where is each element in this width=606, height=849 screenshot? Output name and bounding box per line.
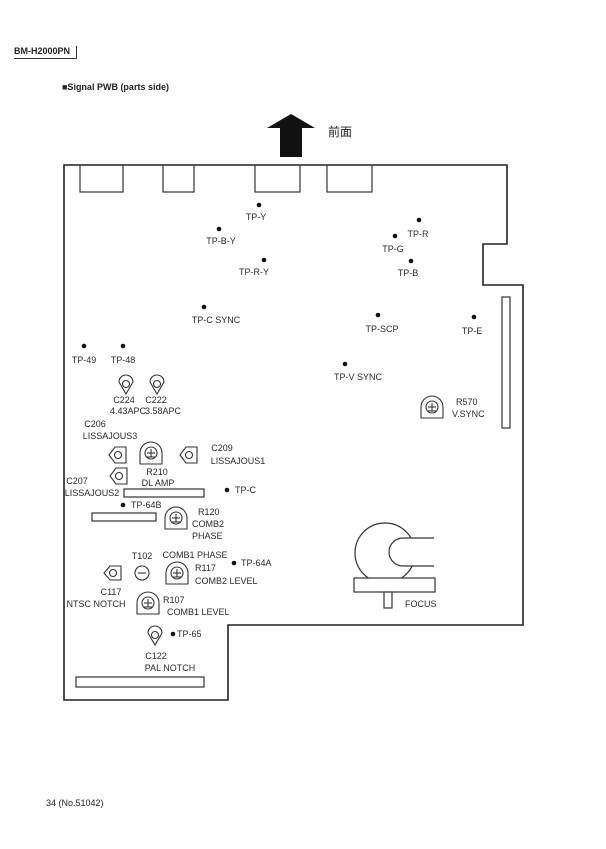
- t102-label: T102: [131, 551, 153, 561]
- r570-label: R570: [456, 397, 478, 407]
- tp-c-sync-label: TP-C SYNC: [191, 315, 241, 325]
- tp-c-label: TP-C: [235, 485, 256, 495]
- tp-r-label: TP-R: [407, 229, 429, 239]
- r570-function: V.SYNC: [452, 409, 485, 419]
- c224-function: 4.43APC: [109, 406, 147, 416]
- section-title: ■Signal PWB (parts side): [62, 82, 169, 92]
- c222-label: C222: [145, 395, 167, 405]
- c206-function: LISSAJOUS3: [82, 431, 138, 441]
- r120-function-2: PHASE: [192, 531, 223, 541]
- c117-function: NTSC NOTCH: [66, 599, 126, 609]
- tp-y-label: TP-Y: [245, 212, 267, 222]
- tp-v-sync-label: TP-V SYNC: [333, 372, 383, 382]
- c224-label: C224: [113, 395, 135, 405]
- c207-label: C207: [66, 476, 88, 486]
- r210-function: DL AMP: [141, 478, 175, 488]
- tp-65-label: TP-65: [177, 629, 202, 639]
- r120-function-1: COMB2: [192, 519, 225, 529]
- r107-label: R107: [163, 595, 185, 605]
- c122-label: C122: [145, 651, 167, 661]
- tp-b-label: TP-B: [397, 268, 419, 278]
- front-arrow-icon: [267, 114, 315, 157]
- potentiometers: [136, 395, 444, 615]
- t102-function: COMB1 PHASE: [162, 550, 228, 560]
- tp-49-label: TP-49: [71, 355, 97, 365]
- bar-connector: [75, 676, 205, 688]
- connector: [162, 164, 195, 193]
- page-number: 34 (No.51042): [46, 798, 104, 808]
- tp-e-label: TP-E: [461, 326, 483, 336]
- bar-connector: [123, 488, 205, 498]
- front-label: 前面: [328, 125, 353, 139]
- c209-label: C209: [211, 443, 233, 453]
- focus-control: [353, 522, 436, 609]
- c206-label: C206: [84, 419, 106, 429]
- tp-r-y-label: TP-R-Y: [239, 267, 269, 277]
- c117-label: C117: [100, 587, 122, 597]
- test-point-dots: [81, 202, 477, 637]
- c207-function: LISSAJOUS2: [64, 488, 120, 498]
- connector: [326, 164, 373, 193]
- bar-connector: [91, 512, 157, 522]
- r210-label: R210: [146, 467, 168, 477]
- tp-48-label: TP-48: [110, 355, 136, 365]
- r107-function: COMB1 LEVEL: [167, 607, 230, 617]
- r117-label: R117: [195, 563, 216, 573]
- focus-label: FOCUS: [405, 599, 437, 609]
- model-label: BM-H2000PN: [14, 46, 78, 59]
- trimmers: [103, 374, 198, 647]
- c122-function: PAL NOTCH: [144, 663, 196, 673]
- r120-label: R120: [198, 507, 220, 517]
- c209-function: LISSAJOUS1: [210, 456, 266, 466]
- c222-function: 3.58APC: [144, 406, 182, 416]
- board-outline: [63, 164, 524, 701]
- tp-scp-label: TP-SCP: [365, 324, 399, 334]
- r117-function: COMB2 LEVEL: [195, 576, 258, 586]
- tp-64a-label: TP-64A: [241, 558, 272, 568]
- tp-b-y-label: TP-B-Y: [206, 236, 236, 246]
- connector: [254, 164, 301, 193]
- slot: [501, 296, 511, 429]
- tp-64b-label: TP-64B: [131, 500, 162, 510]
- tp-g-label: TP-G: [382, 244, 404, 254]
- connector: [79, 164, 124, 193]
